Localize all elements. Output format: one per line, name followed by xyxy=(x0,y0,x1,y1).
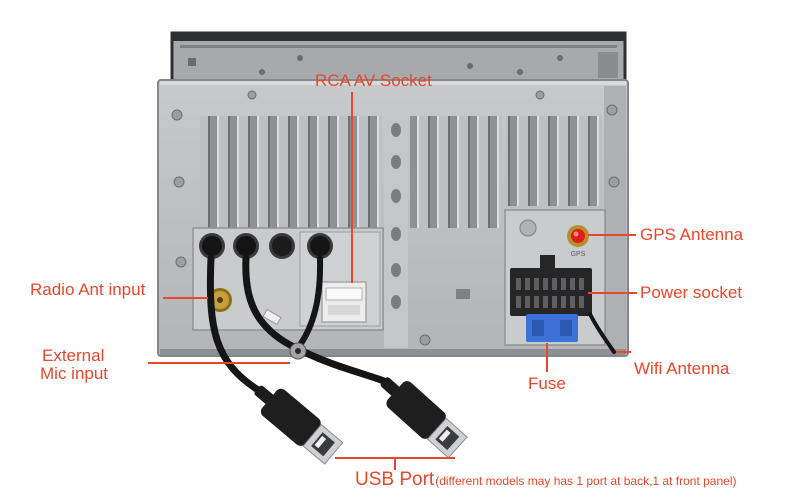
usb-port-title: USB Port xyxy=(355,469,435,490)
cables xyxy=(206,254,388,394)
screws xyxy=(171,90,620,346)
gps-marking: GPS xyxy=(571,251,586,258)
chassis-top xyxy=(170,31,627,85)
external-mic-input-line-2: Mic input xyxy=(40,364,109,383)
usb-port-label: USB Port (different models may has 1 por… xyxy=(355,470,736,489)
gps-antenna-label: GPS Antenna xyxy=(640,225,744,244)
power-socket xyxy=(510,255,592,316)
power-socket-label: Power socket xyxy=(640,283,743,302)
usb-port-bracket xyxy=(335,457,455,470)
radio-ant-input-label: Radio Ant input xyxy=(30,280,146,299)
usb-plug-left xyxy=(254,385,344,465)
fuse-label: Fuse xyxy=(528,374,566,393)
rear-jacks xyxy=(199,233,333,259)
wifi-antenna-cable xyxy=(588,312,616,354)
mic-plug xyxy=(289,342,307,360)
rca-av-socket-label: RCA AV Socket xyxy=(315,71,432,90)
rca-av-socket xyxy=(321,281,367,323)
usb-port-note: (different models may has 1 port at back… xyxy=(435,474,737,488)
external-mic-input-line-1: External xyxy=(42,346,105,365)
gps-antenna-connector xyxy=(567,225,589,247)
external-mic-input-label: External Mic input xyxy=(40,347,108,383)
cable-tie xyxy=(262,308,282,326)
fuse xyxy=(526,314,578,342)
usb-plug-right xyxy=(380,377,468,459)
wifi-antenna-label: Wifi Antenna xyxy=(634,359,730,378)
vent-holes xyxy=(384,110,470,348)
annotation-pointers xyxy=(148,92,637,470)
